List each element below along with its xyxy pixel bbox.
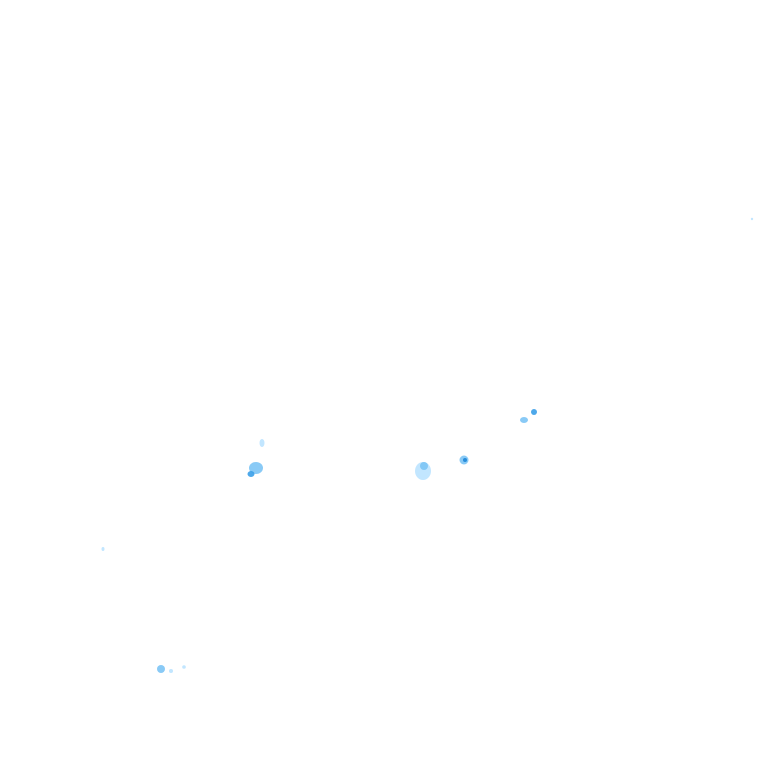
echo-west-small (259, 439, 265, 447)
echo-south-b (169, 669, 173, 673)
echo-far-east (750, 217, 754, 221)
echo-far-west (101, 547, 105, 551)
echo-northeast-b (531, 409, 537, 415)
echo-west-cluster (249, 462, 263, 474)
echo-west-core (247, 471, 255, 477)
echo-south-c (182, 665, 186, 669)
echo-east-core (463, 458, 467, 462)
echo-northeast-a (520, 417, 528, 423)
echo-south-a (157, 665, 165, 673)
echo-central-inner (420, 462, 428, 470)
